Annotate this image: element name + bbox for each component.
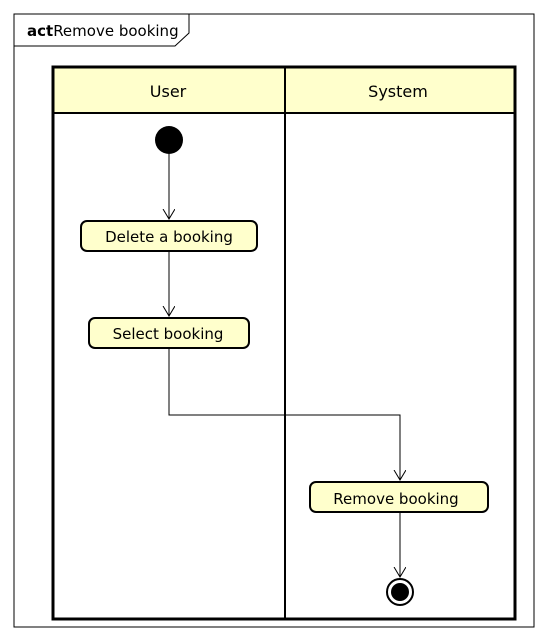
action-remove-booking-label: Remove booking xyxy=(333,490,458,508)
lane-title-user: User xyxy=(150,82,187,101)
frame-title: actRemove booking xyxy=(27,22,179,40)
frame-keyword: act xyxy=(27,22,53,40)
final-node-core xyxy=(391,583,409,601)
action-select-booking-label: Select booking xyxy=(113,325,224,343)
flow-arrow-select-to-remove xyxy=(168,348,400,480)
action-remove-booking xyxy=(309,481,489,513)
frame-tab xyxy=(13,13,190,47)
frame-name: Remove booking xyxy=(53,22,178,40)
initial-node xyxy=(155,126,183,154)
action-delete-booking-label: Delete a booking xyxy=(105,228,233,246)
lane-title-system: System xyxy=(368,82,428,101)
